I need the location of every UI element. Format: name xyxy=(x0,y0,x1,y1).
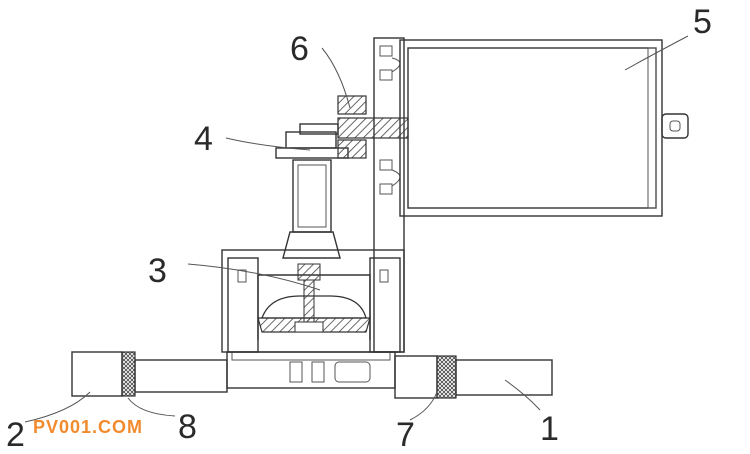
label-2: 2 xyxy=(6,416,25,454)
box xyxy=(399,39,689,217)
leader-lines xyxy=(24,35,689,423)
label-5: 5 xyxy=(693,3,712,41)
label-4: 4 xyxy=(194,120,213,158)
label-3: 3 xyxy=(148,252,167,290)
column xyxy=(275,131,349,259)
valve-assembly xyxy=(257,263,371,333)
label-7: 7 xyxy=(396,416,415,454)
label-8: 8 xyxy=(178,408,197,446)
base-channel xyxy=(226,351,396,389)
coupling-left xyxy=(71,351,228,397)
pipe-right xyxy=(455,359,553,396)
label-1: 1 xyxy=(540,410,559,448)
label-6: 6 xyxy=(290,30,309,68)
clamp-block xyxy=(299,95,409,159)
coupling-right xyxy=(394,355,457,399)
watermark: PV001.COM xyxy=(33,417,144,437)
